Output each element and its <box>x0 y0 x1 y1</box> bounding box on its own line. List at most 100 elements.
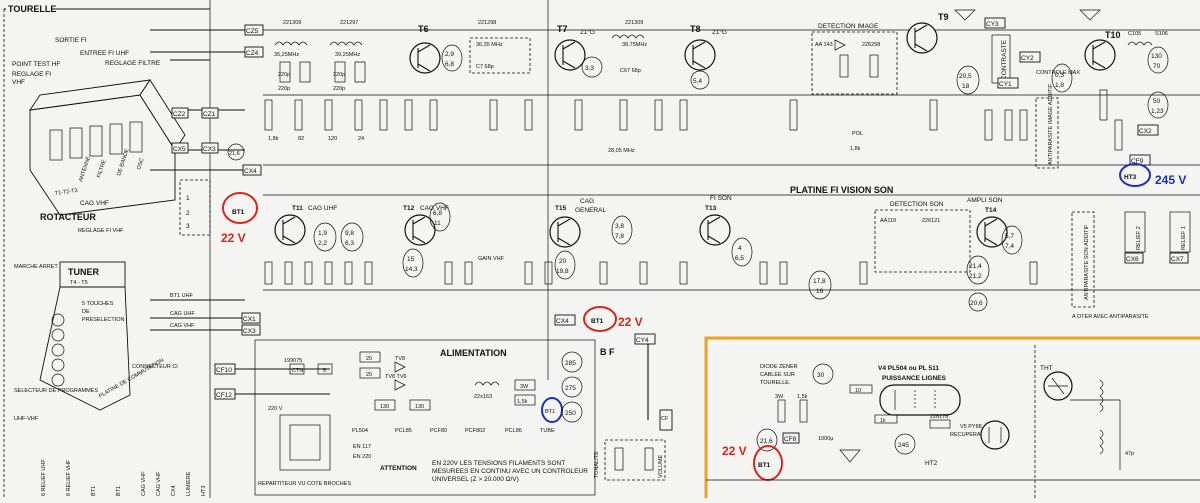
ht2-label: HT2 <box>925 460 938 467</box>
selecteur-label: SELECTEUR DE PROGRAMMES <box>14 388 98 394</box>
diode-zener-label: DIODE ZENER <box>760 364 798 370</box>
svg-text:PRESELECTION: PRESELECTION <box>82 317 125 323</box>
svg-text:6,3: 6,3 <box>345 240 354 247</box>
component-row-lower <box>264 261 1038 285</box>
svg-text:BT1: BT1 <box>591 318 604 325</box>
svg-text:PCL86: PCL86 <box>505 428 522 434</box>
svg-text:21,2: 21,2 <box>969 273 982 280</box>
svg-text:T9: T9 <box>938 12 949 22</box>
svg-text:1,5k: 1,5k <box>517 399 528 405</box>
svg-text:1,23: 1,23 <box>1151 108 1164 115</box>
svg-text:10: 10 <box>855 388 861 394</box>
tuner-block: TUNER T4 - T5 5 TOUCHES DE PRESELECTION <box>39 261 131 411</box>
svg-text:CX4: CX4 <box>171 485 177 496</box>
svg-text:HT3: HT3 <box>1124 174 1137 181</box>
svg-text:21°G: 21°G <box>580 28 595 36</box>
svg-text:C67 68p: C67 68p <box>620 68 641 74</box>
svg-text:20,6: 20,6 <box>970 300 983 307</box>
svg-text:221309: 221309 <box>283 20 301 26</box>
svg-text:PCF802: PCF802 <box>465 428 485 434</box>
svg-text:1,9: 1,9 <box>318 230 327 237</box>
svg-text:CX4: CX4 <box>556 318 569 325</box>
svg-text:47p: 47p <box>1125 451 1134 457</box>
platine-label: PLATINE FI VISION SON <box>790 185 893 195</box>
transistor-t6: T6 2,96,8 <box>409 24 463 74</box>
svg-text:16: 16 <box>816 288 824 295</box>
svg-text:1: 1 <box>186 195 190 202</box>
tourelle-label: TOURELLE <box>8 4 56 14</box>
svg-text:T13: T13 <box>705 205 717 212</box>
tube-v5 <box>980 420 1010 450</box>
svg-text:30: 30 <box>817 372 825 379</box>
svg-text:TV8: TV8 <box>395 356 405 362</box>
svg-text:EN 220: EN 220 <box>353 454 371 460</box>
svg-text:CZ2: CZ2 <box>173 111 186 118</box>
svg-text:130: 130 <box>380 404 389 410</box>
svg-text:POL: POL <box>852 131 863 137</box>
svg-text:FI SON: FI SON <box>710 195 732 202</box>
repartiteur-label: REPARTITEUR VU COTE BROCHES <box>258 481 351 487</box>
svg-text:6,8: 6,8 <box>433 210 442 217</box>
svg-text:CX3: CX3 <box>243 328 256 335</box>
point-test-label: POINT TEST HF <box>12 61 60 68</box>
svg-text:2,9: 2,9 <box>445 51 454 58</box>
svg-text:82: 82 <box>298 136 304 142</box>
svg-text:CZ4: CZ4 <box>246 50 259 57</box>
svg-text:BT1: BT1 <box>232 209 245 216</box>
svg-text:18: 18 <box>962 83 970 90</box>
svg-text:T6: T6 <box>418 24 429 34</box>
svg-text:226121: 226121 <box>922 218 940 224</box>
svg-text:221298: 221298 <box>478 20 496 26</box>
if-filter-3: 221309 38,75MHz C67 68p <box>611 20 647 74</box>
svg-text:T12: T12 <box>403 205 415 212</box>
svg-text:20: 20 <box>366 356 372 362</box>
alim-components: CTN 5 20 20 TV8 TV8 TV6 130 130 22x163 3… <box>289 351 536 411</box>
svg-text:3W: 3W <box>775 394 784 400</box>
svg-text:6 RELIEF VHF: 6 RELIEF VHF <box>66 459 72 496</box>
rotacteur-label: ROTACTEUR <box>40 212 96 222</box>
svg-text:20: 20 <box>559 258 567 265</box>
svg-text:AA 143: AA 143 <box>815 42 833 48</box>
svg-text:T7: T7 <box>557 24 568 34</box>
ht3-voltage: 245 V <box>1155 173 1186 187</box>
alimentation-label: ALIMENTATION <box>440 348 507 358</box>
svg-text:4: 4 <box>738 245 742 252</box>
svg-text:3,8: 3,8 <box>615 223 624 230</box>
svg-text:5: 5 <box>323 368 326 374</box>
svg-text:35,25MHz: 35,25MHz <box>274 52 299 58</box>
svg-text:220p: 220p <box>333 86 345 92</box>
svg-text:24: 24 <box>358 136 364 142</box>
transistor-t13: FI SON T13 46,5 <box>699 195 753 267</box>
svg-text:220p: 220p <box>333 72 345 78</box>
svg-text:BT1 UHF: BT1 UHF <box>170 293 194 299</box>
svg-text:T8: T8 <box>690 24 701 34</box>
svg-text:CTN: CTN <box>292 368 303 374</box>
svg-text:CY2: CY2 <box>1021 55 1034 62</box>
svg-text:T1-T2-T3: T1-T2-T3 <box>54 188 78 197</box>
svg-text:221297: 221297 <box>340 20 358 26</box>
svg-text:HT3: HT3 <box>201 486 207 496</box>
svg-text:21,6: 21,6 <box>229 151 240 157</box>
svg-text:CF: CF <box>661 416 669 422</box>
svg-text:CF9: CF9 <box>1131 158 1144 165</box>
svg-text:CZ5: CZ5 <box>246 28 259 35</box>
svg-text:CZ1: CZ1 <box>203 111 216 118</box>
svg-text:DETECTION IMAGE: DETECTION IMAGE <box>818 23 879 30</box>
svg-text:CAG VHF: CAG VHF <box>141 471 147 496</box>
transistor-t9: T9 20,518 <box>906 9 980 95</box>
svg-text:GAIN VHF: GAIN VHF <box>478 256 505 262</box>
svg-text:9,8: 9,8 <box>345 230 354 237</box>
svg-text:21°G: 21°G <box>712 28 727 36</box>
svg-text:TUBE: TUBE <box>540 428 555 434</box>
uhf-vhf-label: UHF-VHF <box>14 416 39 422</box>
svg-text:CX4: CX4 <box>244 168 257 175</box>
svg-text:CX7: CX7 <box>1171 256 1184 263</box>
line-output-frame <box>704 336 1200 498</box>
v5-label: V5 PY88 <box>960 424 982 430</box>
svg-text:0,3: 0,3 <box>1055 72 1064 79</box>
